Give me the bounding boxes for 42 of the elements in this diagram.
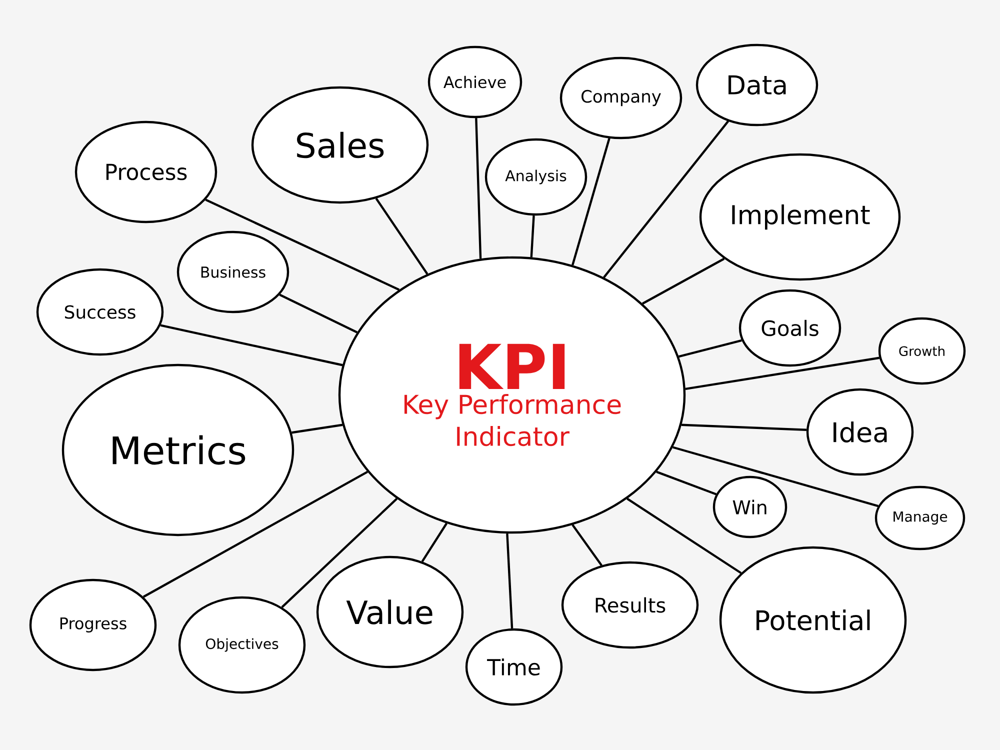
connector-line (603, 120, 730, 278)
ellipse-node: Win (712, 476, 788, 538)
connector-line (205, 198, 400, 291)
connector-line (142, 470, 368, 598)
connector-line (475, 118, 482, 259)
connector-line (160, 324, 343, 366)
connector-line (572, 524, 602, 566)
ellipse-node: Data (696, 44, 818, 126)
connector-line (292, 424, 343, 434)
ellipse-node: Success (36, 268, 164, 356)
ellipse-node: Sales (251, 86, 429, 204)
ellipse-node: Achieve (428, 46, 522, 118)
ellipse-node: Analysis (484, 138, 588, 216)
ellipse-node: Objectives (178, 596, 306, 694)
ellipse-node: Process (74, 120, 218, 224)
connector-line (681, 424, 807, 431)
ellipse-node: Metrics (62, 364, 294, 536)
ellipse-node: Results (561, 561, 699, 649)
connector-line (685, 356, 880, 390)
ellipse-node: Potential (719, 546, 907, 694)
ellipse-node: Progress (29, 578, 157, 672)
ellipse-node: Goals (738, 289, 842, 367)
connector-line (678, 339, 742, 358)
connector-line (375, 198, 428, 275)
connector-line (572, 138, 610, 266)
ellipse-node: Implement (699, 153, 901, 281)
ellipse-node: Manage (874, 486, 966, 550)
ellipse-node: Value (316, 556, 464, 668)
connector-line (626, 498, 742, 574)
connector-line (281, 498, 398, 608)
ellipse-node: Time (465, 628, 563, 706)
connector-line (642, 258, 725, 305)
connector-line (279, 294, 358, 334)
connector-line (421, 522, 448, 562)
ellipse-node: Growth (878, 317, 966, 385)
connector-line (656, 470, 717, 496)
ellipse-node: Company (560, 56, 682, 140)
ellipse-node: Idea (806, 388, 914, 476)
connector-line (672, 446, 878, 508)
connector-line (506, 533, 514, 628)
ellipse-node: Business (176, 230, 290, 314)
connector-line (530, 216, 535, 258)
